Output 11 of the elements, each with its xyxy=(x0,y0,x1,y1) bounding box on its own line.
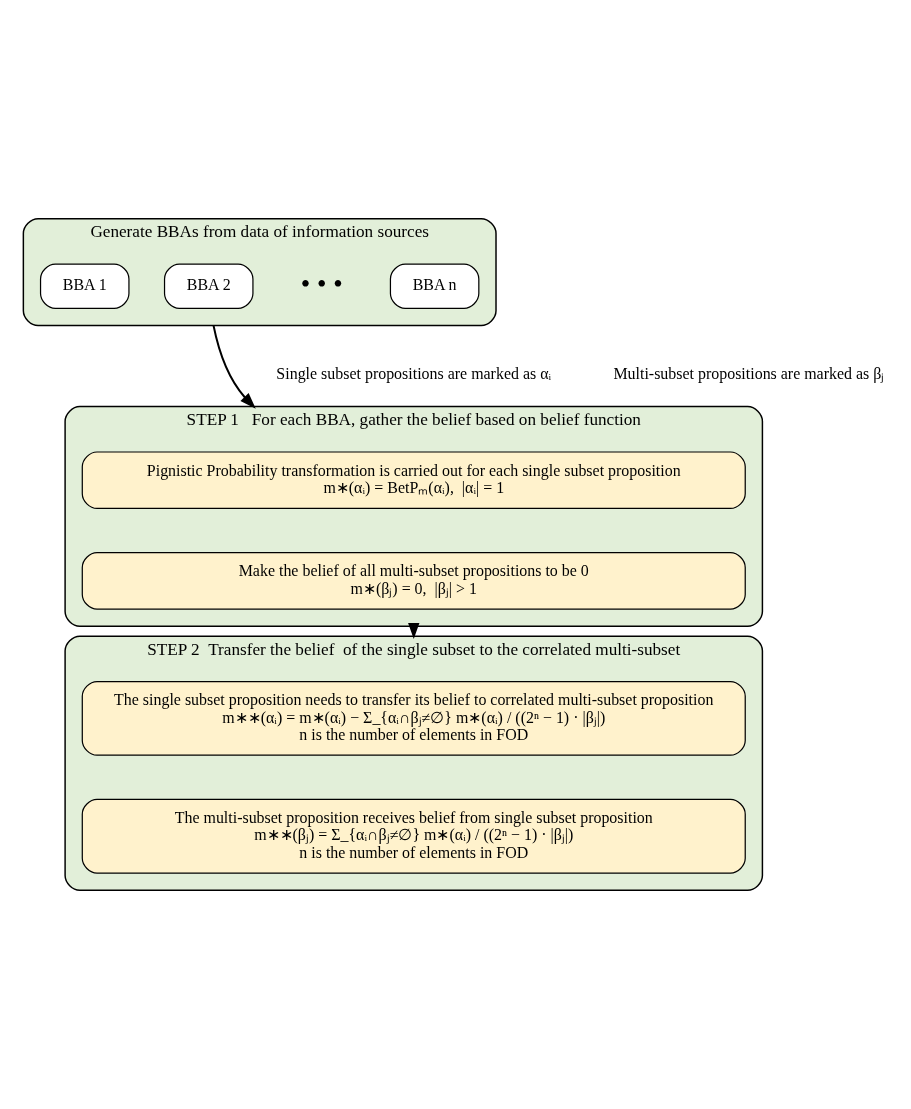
node-box: Pignistic Probability transformation is carried out for each single subset proposition m∗(αᵢ) = BetPₘ(αᵢ), |αᵢ| = 1 xyxy=(81,451,746,510)
node-box: BBA 2 xyxy=(163,263,254,309)
node-box: BBA n xyxy=(389,263,480,309)
label: • • • xyxy=(300,269,343,300)
label: Multi-subset propositions are marked as βⱼ xyxy=(613,364,885,382)
arrow xyxy=(212,324,256,409)
label: Single subset propositions are marked as αᵢ xyxy=(276,364,552,382)
node-box: BBA 1 xyxy=(39,263,130,309)
node-box: The single subset proposition needs to transfer its belief to correlated multi-subset proposition m∗∗(αᵢ) = m∗(αᵢ) − Σ_{αᵢ∩βⱼ≠∅} m∗(αᵢ) / ((2ⁿ − 1) · |βⱼ|) n is the number of elements in FOD xyxy=(81,680,746,756)
node-box: Make the belief of all multi-subset propositions to be 0 m∗(βⱼ) = 0, |βⱼ| > 1 xyxy=(81,552,746,610)
node-box: The multi-subset proposition receives belief from single subset proposition m∗∗(βⱼ) = Σ_{αᵢ∩βⱼ≠∅} m∗(αᵢ) / ((2ⁿ − 1) · |βⱼ|) n is the number of elements in FOD xyxy=(81,798,746,874)
